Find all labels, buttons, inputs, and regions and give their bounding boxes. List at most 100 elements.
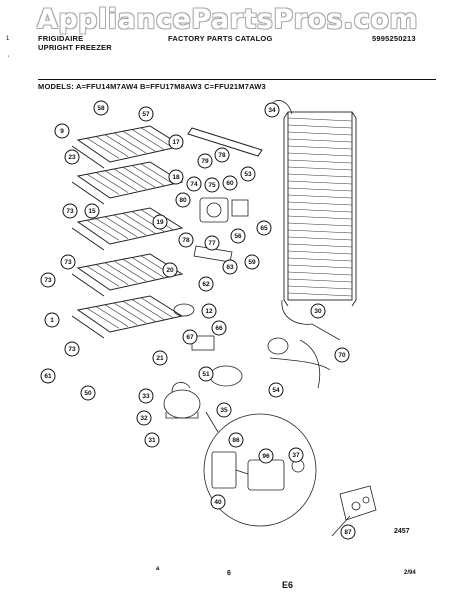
callout-label: 34 <box>268 107 276 114</box>
callout-31: 31 <box>144 432 160 448</box>
callout-73: 73 <box>60 254 76 270</box>
shelf-rack <box>71 125 184 169</box>
callout-78: 78 <box>214 147 230 163</box>
detail-leader <box>205 411 219 433</box>
callout-21: 21 <box>152 350 168 366</box>
tube-loop <box>299 339 321 389</box>
callout-23: 23 <box>64 149 80 165</box>
callout-74: 74 <box>186 176 202 192</box>
callout-35: 35 <box>216 402 232 418</box>
motor-assembly <box>173 303 289 387</box>
callout-54: 54 <box>268 382 284 398</box>
compressor <box>163 382 201 419</box>
margin-mark: ' <box>8 56 10 62</box>
shelf-rack <box>71 207 184 251</box>
callout-label: 78 <box>182 237 190 244</box>
callout-label: 96 <box>262 453 270 460</box>
callout-label: 63 <box>226 264 234 271</box>
callout-label: 61 <box>44 373 52 380</box>
callout-label: 75 <box>208 182 216 189</box>
callout-label: 30 <box>314 308 322 315</box>
callout-label: 58 <box>97 105 105 112</box>
callout-50: 50 <box>80 385 96 401</box>
callout-label: 57 <box>142 111 150 118</box>
callout-40: 40 <box>210 494 226 510</box>
callout-label: 74 <box>190 181 198 188</box>
callout-34: 34 <box>264 102 280 118</box>
callout-label: 1 <box>50 317 54 324</box>
callout-label: 40 <box>214 499 222 506</box>
callout-label: 87 <box>344 529 352 536</box>
callout-80: 80 <box>175 192 191 208</box>
product-name: UPRIGHT FREEZER <box>38 43 112 52</box>
callout-label: 33 <box>142 393 150 400</box>
callout-18: 18 <box>168 169 184 185</box>
condenser-coil <box>283 111 357 307</box>
callout-32: 32 <box>136 410 152 426</box>
callout-label: 37 <box>292 452 300 459</box>
callout-1: 1 <box>44 312 60 328</box>
callout-77: 77 <box>204 235 220 251</box>
catalog-title: FACTORY PARTS CATALOG <box>168 34 273 43</box>
callout-label: 70 <box>338 352 346 359</box>
callout-58: 58 <box>93 100 109 116</box>
callout-37: 37 <box>288 447 304 463</box>
callout-65: 65 <box>256 220 272 236</box>
callout-label: 50 <box>84 390 92 397</box>
terminal-detail <box>331 485 377 537</box>
callout-86: 86 <box>228 432 244 448</box>
callout-label: 53 <box>244 171 252 178</box>
callout-15: 15 <box>84 203 100 219</box>
catalog-number: 5995250213 <box>372 34 416 43</box>
page-number: 6 <box>227 570 231 577</box>
callout-label: 23 <box>68 154 76 161</box>
callout-30: 30 <box>310 303 326 319</box>
callout-label: 80 <box>179 197 187 204</box>
callout-63: 63 <box>222 259 238 275</box>
callout-label: 19 <box>156 219 164 226</box>
tube-70 <box>269 357 331 371</box>
callout-label: 12 <box>205 308 213 315</box>
callout-70: 70 <box>334 347 350 363</box>
callout-73: 73 <box>62 203 78 219</box>
callout-label: 73 <box>66 208 74 215</box>
catalog-date: 2/94 <box>404 570 416 576</box>
callout-33: 33 <box>138 388 154 404</box>
callout-label: 17 <box>172 139 180 146</box>
callout-56: 56 <box>230 228 246 244</box>
callout-61: 61 <box>40 368 56 384</box>
callout-59: 59 <box>244 254 260 270</box>
callout-9: 9 <box>54 123 70 139</box>
header-divider <box>38 79 436 80</box>
callout-label: 77 <box>208 240 216 247</box>
margin-mark: 1 <box>6 36 10 42</box>
callout-label: 66 <box>215 325 223 332</box>
callout-19: 19 <box>152 214 168 230</box>
callout-label: 18 <box>172 174 180 181</box>
callout-label: 32 <box>140 415 148 422</box>
callout-79: 79 <box>197 153 213 169</box>
callout-label: 56 <box>234 233 242 240</box>
top-bracket <box>187 127 263 157</box>
callout-62: 62 <box>198 276 214 292</box>
callout-73: 73 <box>64 341 80 357</box>
section-code: E6 <box>282 580 294 590</box>
callout-label: 79 <box>201 158 209 165</box>
callout-label: 59 <box>248 259 256 266</box>
callout-label: 31 <box>148 437 156 444</box>
callout-label: 9 <box>60 128 64 135</box>
callout-label: 60 <box>226 180 234 187</box>
drain-tube <box>281 299 341 341</box>
callout-87: 87 <box>340 524 356 540</box>
callout-67: 67 <box>182 329 198 345</box>
callout-73: 73 <box>40 272 56 288</box>
callout-78: 78 <box>178 232 194 248</box>
callout-label: 54 <box>272 387 280 394</box>
callout-label: 35 <box>220 407 228 414</box>
callout-label: 73 <box>68 346 76 353</box>
detail-circle <box>203 413 317 527</box>
callout-96: 96 <box>258 448 274 464</box>
callout-51: 51 <box>198 366 214 382</box>
callout-label: 67 <box>186 334 194 341</box>
